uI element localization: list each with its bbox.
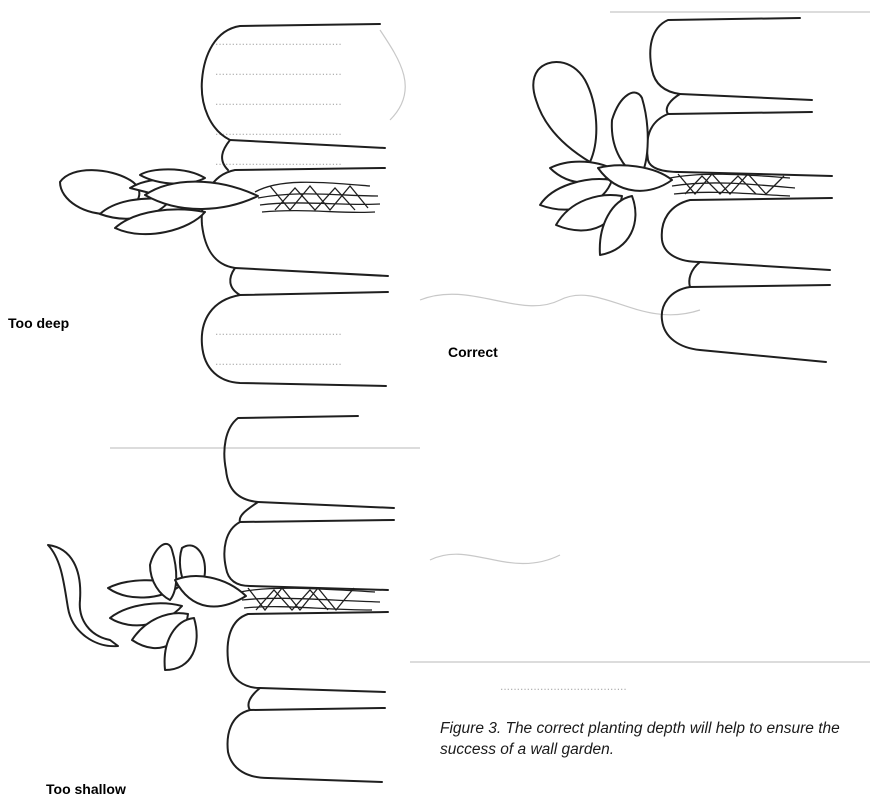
svg-text:..............................: ...................................... — [215, 354, 342, 368]
svg-text:..............................: ...................................... — [215, 34, 342, 48]
svg-text:..............................: ...................................... — [215, 64, 342, 78]
svg-text:..............................: ...................................... — [215, 324, 342, 338]
plant-too-deep — [60, 169, 258, 234]
diagram-too-shallow: Too shallow — [46, 416, 394, 797]
roots-too-shallow — [240, 588, 380, 610]
too-shallow-label: Too shallow — [46, 781, 126, 797]
too-deep-label: Too deep — [8, 315, 69, 331]
plant-too-shallow — [48, 544, 246, 670]
figure-caption: Figure 3. The correct planting depth wil… — [440, 718, 870, 760]
svg-text:..............................: ...................................... — [500, 679, 627, 693]
roots-correct — [670, 174, 795, 196]
correct-label: Correct — [448, 344, 498, 360]
svg-text:..............................: ...................................... — [215, 154, 342, 168]
svg-text:..............................: ...................................... — [215, 94, 342, 108]
wall-stones-correct — [647, 18, 832, 362]
svg-text:..............................: ...................................... — [215, 124, 342, 138]
roots-too-deep — [255, 182, 380, 212]
plant-correct — [533, 62, 672, 255]
